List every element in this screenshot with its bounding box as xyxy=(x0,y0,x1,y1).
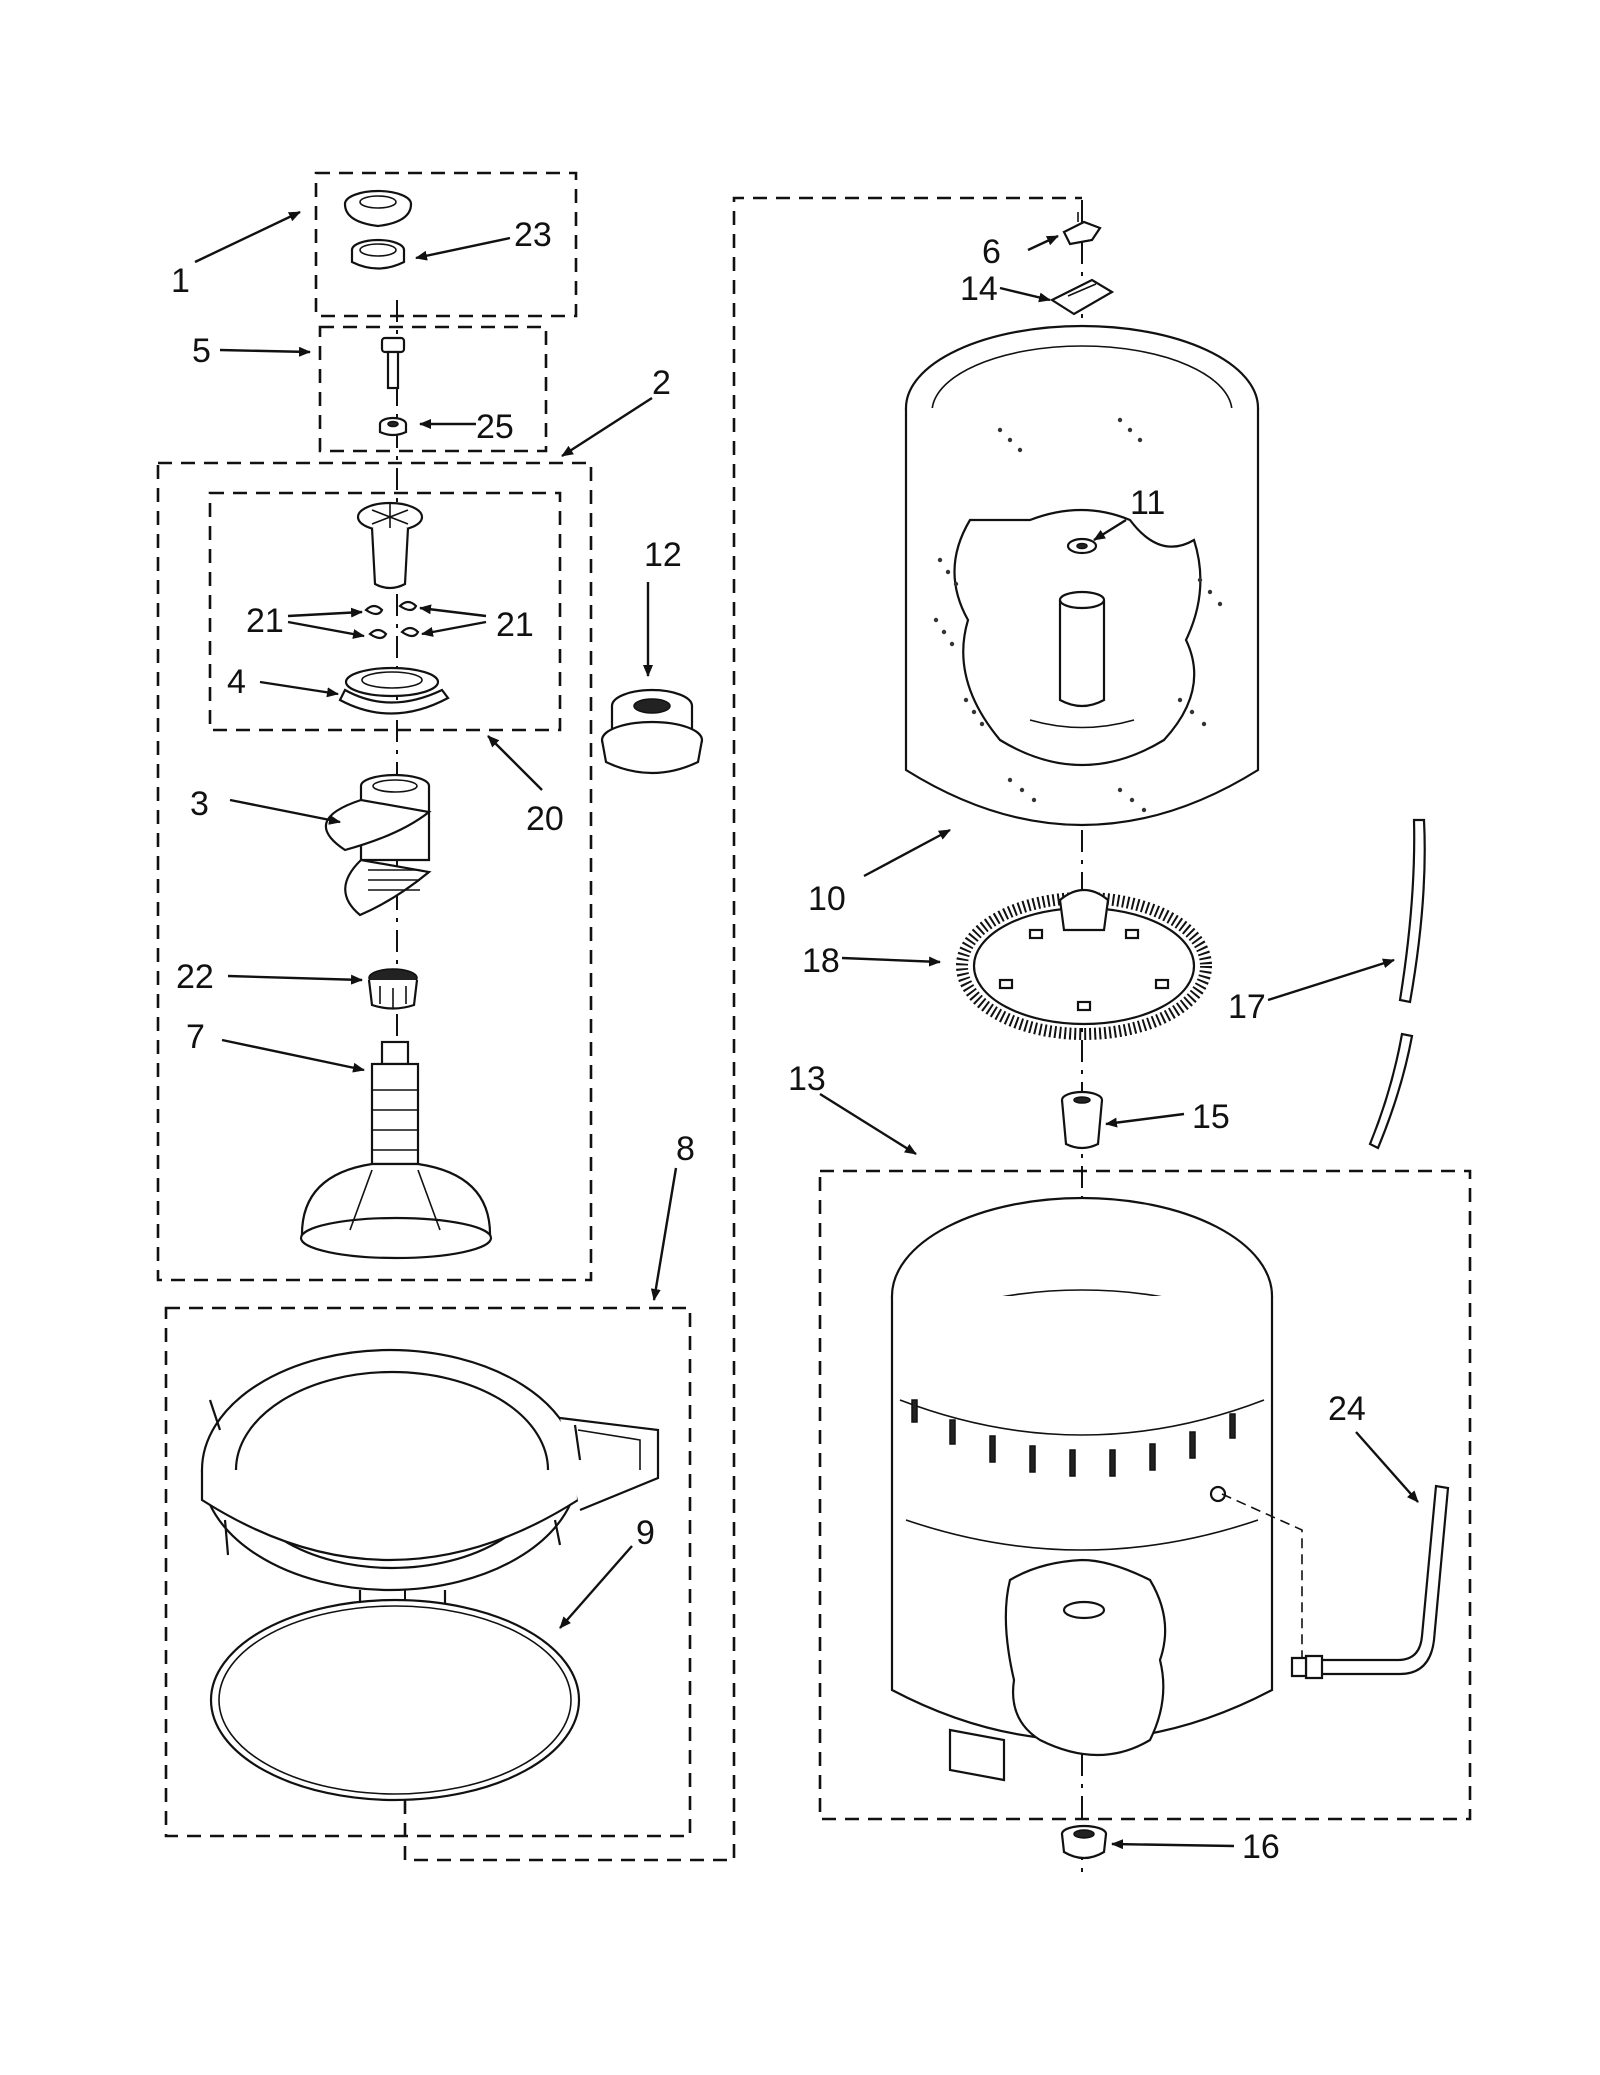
callout-13: 13 xyxy=(788,1060,826,1098)
assembly-connector-line xyxy=(403,196,1082,1862)
callout-15: 15 xyxy=(1192,1098,1230,1136)
part-21-dogs xyxy=(364,600,420,640)
part-14-bracket xyxy=(1049,278,1115,316)
part-10-spin-basket xyxy=(904,324,1260,827)
part-23-seal xyxy=(350,238,406,270)
callout-24: 24 xyxy=(1328,1390,1366,1428)
callout-23: 23 xyxy=(514,216,552,254)
callout-16: 16 xyxy=(1242,1828,1280,1866)
group-box-8 xyxy=(164,1306,692,1838)
callout-2: 2 xyxy=(652,364,671,402)
callout-7: 7 xyxy=(186,1018,205,1056)
callout-4: 4 xyxy=(227,663,246,701)
callout-8: 8 xyxy=(676,1130,695,1168)
callout-22: 22 xyxy=(176,958,214,996)
tub-slots xyxy=(911,1399,1236,1477)
part-5-bolt xyxy=(380,336,406,390)
callout-9: 9 xyxy=(636,1514,655,1552)
group-box-20 xyxy=(208,491,562,732)
part-24-drain-hose xyxy=(1221,1484,1450,1680)
group-box-2 xyxy=(156,461,593,1282)
part-22-coupling xyxy=(367,968,419,1010)
part-17-hose xyxy=(1368,818,1426,1150)
callout-17: 17 xyxy=(1228,988,1266,1026)
part-8-tub-ring xyxy=(200,1348,660,1615)
part-20-cam-assembly xyxy=(356,501,424,590)
part-25-washer xyxy=(378,416,408,437)
callout-5: 5 xyxy=(192,332,211,370)
group-box-13 xyxy=(818,1169,1472,1821)
leader-arrows xyxy=(194,210,1419,1850)
callout-21-left: 21 xyxy=(246,602,284,640)
part-11-nut xyxy=(1066,537,1098,555)
part-15-drive-block xyxy=(1060,1090,1104,1150)
part-1-cap xyxy=(343,189,413,228)
basket-perforations xyxy=(933,417,1223,813)
part-9-gasket-ring xyxy=(209,1598,581,1802)
callout-12: 12 xyxy=(644,536,682,574)
part-16-bottom-seal xyxy=(1060,1824,1108,1860)
callout-10: 10 xyxy=(808,880,846,918)
part-6-clip xyxy=(1062,212,1102,246)
part-4-dog-ring xyxy=(338,666,450,715)
callout-14: 14 xyxy=(960,270,998,308)
callout-18: 18 xyxy=(802,942,840,980)
callout-21-right: 21 xyxy=(496,606,534,644)
part-12-bearing xyxy=(600,688,704,775)
callout-25: 25 xyxy=(476,408,514,446)
group-box-1 xyxy=(314,171,578,318)
callout-6: 6 xyxy=(982,233,1001,271)
group-box-5 xyxy=(318,325,548,453)
part-7-agitator-base xyxy=(299,1040,493,1260)
part-18-drive-hub xyxy=(956,888,1212,1040)
part-13-outer-tub xyxy=(890,1196,1274,1782)
callout-1: 1 xyxy=(171,262,190,300)
callout-3: 3 xyxy=(190,785,209,823)
part-3-auger xyxy=(324,773,432,917)
callout-20: 20 xyxy=(526,800,564,838)
callout-11: 11 xyxy=(1130,484,1165,522)
